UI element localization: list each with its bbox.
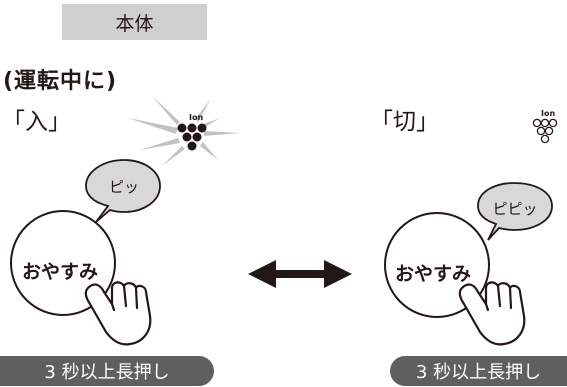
- pointing-hand-icon-right: [458, 281, 526, 346]
- double-arrow-icon: [248, 260, 352, 288]
- svg-text:Ion: Ion: [541, 109, 555, 118]
- section-tab: 本体: [62, 4, 207, 40]
- sleep-button-label-on: おやすみ: [22, 261, 98, 283]
- svg-text:ピッ: ピッ: [109, 178, 139, 196]
- pointing-hand-icon-left: [84, 281, 152, 346]
- ion-indicator-unlit-icon: Ion: [532, 109, 558, 144]
- state-label-off: 「切」: [370, 109, 439, 135]
- heading: (運転中に): [3, 69, 118, 94]
- sleep-button-label-off: おやすみ: [395, 263, 471, 285]
- state-label-on: 「入」: [2, 109, 71, 135]
- hold-label-off: 3 秒以上長押し: [390, 356, 567, 386]
- ion-indicator-lit-icon: Ion: [128, 96, 240, 166]
- svg-text:ピピッ: ピピッ: [492, 200, 537, 218]
- speech-bubble-off: ピピッ: [477, 182, 553, 241]
- speech-bubble-on: ピッ: [85, 159, 161, 223]
- hold-label-on: 3 秒以上長押し: [0, 356, 214, 386]
- ion-text: Ion: [189, 113, 203, 122]
